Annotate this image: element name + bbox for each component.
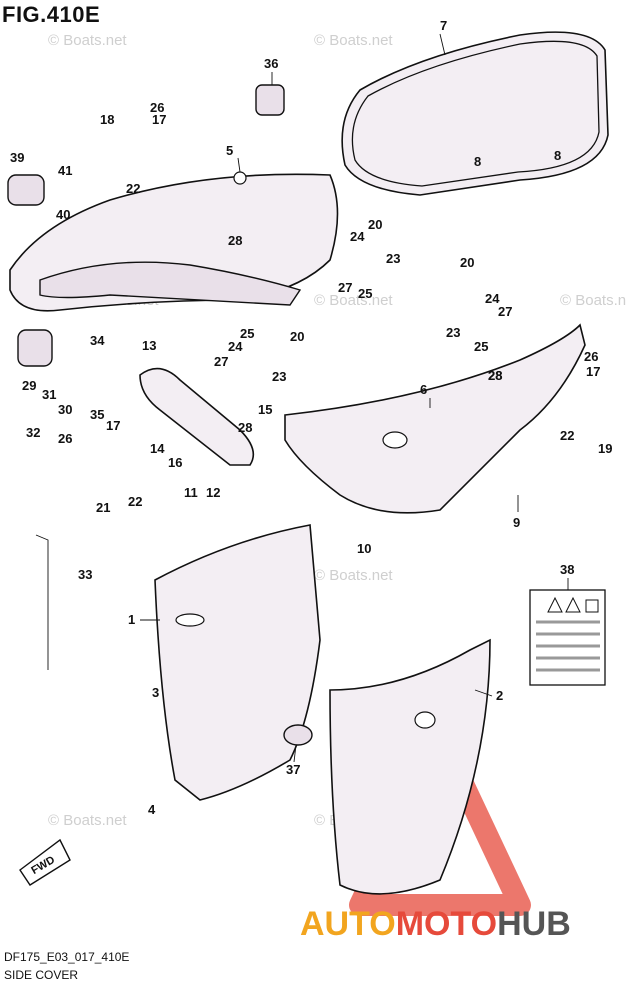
watermark: © Boats.net xyxy=(314,567,393,584)
part-6-side-cover-right xyxy=(284,323,586,514)
callout: 17 xyxy=(586,364,600,379)
part-2-lower-cover-right xyxy=(329,638,491,895)
callout: 9 xyxy=(513,515,520,530)
part-1-lower-cover-left xyxy=(154,524,321,801)
callout: 3 xyxy=(152,685,159,700)
callout: 25 xyxy=(358,286,372,301)
callout: 26 xyxy=(58,431,72,446)
section-title: SIDE COVER xyxy=(4,968,79,982)
callout: 20 xyxy=(368,217,382,232)
callout: 20 xyxy=(460,255,474,270)
callout: 25 xyxy=(240,326,254,341)
callout: 13 xyxy=(142,338,156,353)
callout: 32 xyxy=(26,425,40,440)
callout: 24 xyxy=(485,291,500,306)
callout: 30 xyxy=(58,402,72,417)
callout: 33 xyxy=(78,567,92,582)
callout: 26 xyxy=(150,100,164,115)
callout: 21 xyxy=(96,500,110,515)
part-29-grommet xyxy=(17,329,53,367)
callout: 10 xyxy=(357,541,371,556)
callout: 11 xyxy=(184,485,198,500)
callout: 28 xyxy=(488,368,502,383)
callout: 15 xyxy=(258,402,272,417)
callout: 5 xyxy=(226,143,233,158)
automotohub-logo: AUTOMOTOHUB xyxy=(300,905,571,943)
callout: 2 xyxy=(496,688,503,703)
part-33-cable-tie xyxy=(35,534,49,670)
callout: 1 xyxy=(128,612,135,627)
figure-title: FIG.410E xyxy=(2,2,101,27)
callout: 17 xyxy=(152,112,166,127)
callout: 17 xyxy=(106,418,120,433)
model-code: DF175_E03_017_410E xyxy=(4,950,130,964)
callout: 35 xyxy=(90,407,104,422)
callout: 22 xyxy=(126,181,140,196)
callout: 19 xyxy=(598,441,612,456)
callout: 27 xyxy=(214,354,228,369)
callout: 38 xyxy=(560,562,574,577)
callout: 7 xyxy=(440,18,447,33)
callout: 8 xyxy=(554,148,561,163)
callout: 22 xyxy=(560,428,574,443)
part-37-grommet xyxy=(283,724,313,746)
part-7-seal xyxy=(341,31,609,196)
part-36-grommet xyxy=(255,84,285,116)
callout: 41 xyxy=(58,163,72,178)
callout: 23 xyxy=(272,369,286,384)
callout: 20 xyxy=(290,329,304,344)
callout: 31 xyxy=(42,387,56,402)
callout: 25 xyxy=(474,339,488,354)
watermark: © Boats.net xyxy=(48,812,127,829)
svg-text:AUTOMOTOHUB: AUTOMOTOHUB xyxy=(300,905,571,943)
part-5-upper-cover xyxy=(9,171,339,312)
callout: 4 xyxy=(148,802,156,817)
callout: 27 xyxy=(498,304,512,319)
fwd-direction-badge: FWD xyxy=(19,838,71,886)
watermark: © Boats.net xyxy=(48,32,127,49)
part-38-caution-label xyxy=(529,589,606,686)
part-13-bracket xyxy=(139,367,255,466)
callout: 12 xyxy=(206,485,220,500)
logo-part-moto: MOTO xyxy=(396,905,497,943)
callout: 37 xyxy=(286,762,300,777)
part-39-grommet xyxy=(7,174,45,206)
callout: 26 xyxy=(584,349,598,364)
leader-lines xyxy=(140,33,569,763)
callout: 27 xyxy=(338,280,352,295)
logo-part-auto: AUTO xyxy=(300,905,396,943)
watermark: © Boats.net xyxy=(560,292,626,309)
callout: 28 xyxy=(488,368,502,383)
callout: 14 xyxy=(150,441,165,456)
callout: 39 xyxy=(10,150,24,165)
callout: 22 xyxy=(128,494,142,509)
callout: 28 xyxy=(228,233,242,248)
callout: 34 xyxy=(90,333,105,348)
callout-layer: 1 2 3 4 5 6 7 8 8 9 10 11 12 13 14 15 16… xyxy=(10,18,612,817)
watermark: © Boats.net xyxy=(314,292,393,309)
callout: 6 xyxy=(420,382,427,397)
callout: 28 xyxy=(238,420,252,435)
callout: 8 xyxy=(474,154,481,169)
callout: 24 xyxy=(350,229,365,244)
callout: 40 xyxy=(56,207,70,222)
callout: 23 xyxy=(446,325,460,340)
callout: 16 xyxy=(168,455,182,470)
callout: 36 xyxy=(264,56,278,71)
callout: 29 xyxy=(22,378,36,393)
callout: 23 xyxy=(386,251,400,266)
watermark: © Boats.net xyxy=(314,32,393,49)
callout: 24 xyxy=(228,339,243,354)
logo-part-hub: HUB xyxy=(497,905,571,943)
callout: 18 xyxy=(100,112,114,127)
